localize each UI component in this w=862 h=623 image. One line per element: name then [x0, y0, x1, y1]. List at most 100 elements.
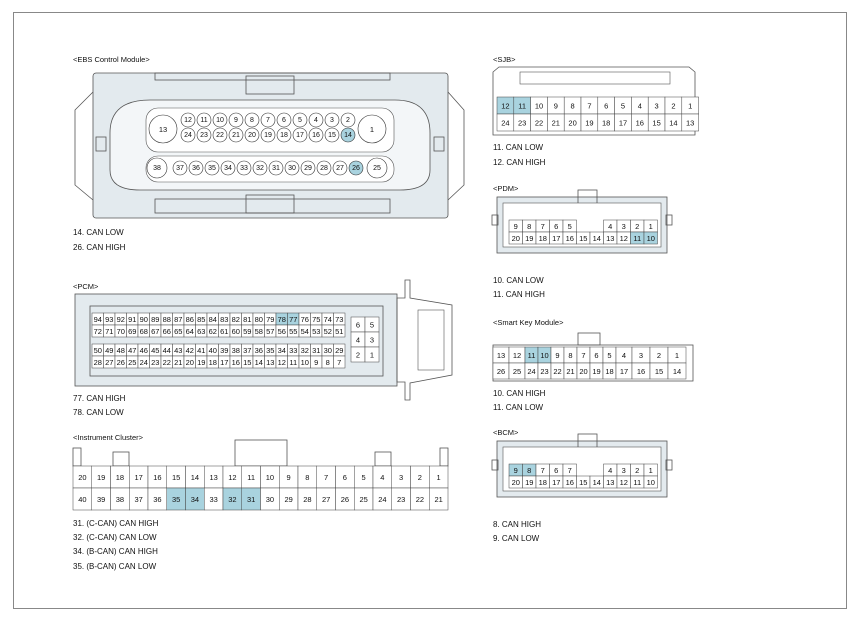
smartkey-cell-label-16: 16	[637, 367, 645, 376]
pcm-cell-label-12: 12	[278, 358, 286, 367]
smartkey-cell-label-9: 9	[555, 351, 559, 360]
ebs-pin-label-22: 22	[216, 132, 224, 139]
smartkey-cell-label-26: 26	[497, 367, 505, 376]
pcm-cell-label-86: 86	[186, 315, 194, 324]
ebs-pin-label-20: 20	[248, 132, 256, 139]
pcm-cell-7	[333, 355, 346, 369]
cluster-cell-label-3: 3	[399, 473, 403, 482]
pcm-cell-label-9: 9	[314, 358, 318, 367]
smartkey-cell-label-6: 6	[594, 351, 598, 360]
pcm-cell-label-81: 81	[243, 315, 251, 324]
smartkey-note-2: 11. CAN LOW	[493, 403, 544, 412]
smartkey-cell-label-2: 2	[657, 351, 661, 360]
pcm-cell-label-43: 43	[174, 346, 182, 355]
cluster-cell-label-37: 37	[134, 495, 142, 504]
pdm-cell-label-13: 13	[606, 234, 614, 243]
cluster-cell-label-20: 20	[78, 473, 86, 482]
pdm-header: <PDM>	[493, 184, 519, 193]
ebs-pin-12	[180, 112, 196, 128]
sjb-cell-label-7: 7	[587, 102, 591, 111]
smartkey-cell-label-18: 18	[605, 367, 613, 376]
pdm-cell-label-9: 9	[514, 222, 518, 231]
cluster-cell-label-28: 28	[303, 495, 311, 504]
smartkey-cell-label-13: 13	[497, 351, 505, 360]
pcm-cell-label-52: 52	[324, 327, 332, 336]
pcm-cell-label-10: 10	[301, 358, 309, 367]
ebs-pin-23	[196, 127, 212, 143]
ebs-pin-label-37: 37	[176, 165, 184, 172]
pcm-cell-label-23: 23	[151, 358, 159, 367]
bcm-cell-label-19: 19	[525, 478, 533, 487]
bcm-cell-label-3: 3	[622, 466, 626, 475]
sjb-cell-label-23: 23	[518, 119, 526, 128]
cluster-cell-label-38: 38	[116, 495, 124, 504]
pdm-cell-label-4: 4	[608, 222, 612, 231]
ebs-pin-label-27: 27	[336, 165, 344, 172]
ebs-pin-33	[236, 160, 252, 176]
ebs-pin-1	[357, 114, 387, 144]
pcm-cell-label-88: 88	[163, 315, 171, 324]
pcm-cell-label-32: 32	[301, 346, 309, 355]
smartkey-cell-label-3: 3	[639, 351, 643, 360]
ebs-pin-label-38: 38	[153, 165, 161, 172]
ebs-pin-37	[172, 160, 188, 176]
ebs-note-2: 26. CAN HIGH	[73, 243, 126, 252]
smartkey-note-1: 10. CAN HIGH	[493, 389, 546, 398]
cluster-cell-label-40: 40	[78, 495, 86, 504]
bcm-cell-10	[643, 475, 658, 489]
smartkey-cell-label-21: 21	[566, 367, 574, 376]
pcm-cell-label-50: 50	[94, 346, 102, 355]
sjb-cell-label-6: 6	[604, 102, 608, 111]
ebs-pin-30	[284, 160, 300, 176]
pcm-cell-label-35: 35	[266, 346, 274, 355]
cluster-cell-21	[429, 487, 449, 511]
ebs-pin-15	[324, 127, 340, 143]
pcm-cell-label-59: 59	[243, 327, 251, 336]
pdm-note-2: 11. CAN HIGH	[493, 290, 545, 299]
pcm-note-1: 77. CAN HIGH	[73, 394, 126, 403]
pcm-cell-label-7: 7	[337, 358, 341, 367]
ebs-pin-2	[340, 112, 356, 128]
pcm-cell-label-48: 48	[117, 346, 125, 355]
smartkey-cell-label-8: 8	[568, 351, 572, 360]
bcm-cell-label-11: 11	[633, 478, 641, 487]
cluster-cell-label-18: 18	[116, 473, 124, 482]
ebs-pin-label-19: 19	[264, 132, 272, 139]
pcm-cell-label-76: 76	[301, 315, 309, 324]
pcm-cell-label-62: 62	[209, 327, 217, 336]
pcm-cell-label-71: 71	[105, 327, 113, 336]
ebs-pin-label-35: 35	[208, 165, 216, 172]
ebs-pin-5	[292, 112, 308, 128]
cluster-cell-label-29: 29	[284, 495, 292, 504]
ebs-pin-label-16: 16	[312, 132, 320, 139]
pcm-cell-label-75: 75	[312, 315, 320, 324]
pcm-cell-label-65: 65	[174, 327, 182, 336]
ebs-pin-10	[212, 112, 228, 128]
bcm-cell-label-18: 18	[539, 478, 547, 487]
pcm-cell-51	[333, 324, 346, 338]
cluster-cell-label-19: 19	[97, 473, 105, 482]
ebs-pin-label-13: 13	[159, 125, 167, 134]
bcm-cell-label-6: 6	[554, 466, 558, 475]
sjb-cell-label-22: 22	[535, 119, 543, 128]
bcm-note-2: 9. CAN LOW	[493, 534, 540, 543]
cluster-cell-label-27: 27	[322, 495, 330, 504]
pdm-cell-label-20: 20	[512, 234, 520, 243]
pcm-cell-label-19: 19	[197, 358, 205, 367]
pcm-cell-label-37: 37	[243, 346, 251, 355]
pcm-cell-label-14: 14	[255, 358, 263, 367]
cluster-cell-label-34: 34	[191, 495, 199, 504]
sjb-cell-label-17: 17	[619, 119, 627, 128]
pcm-cell-label-42: 42	[186, 346, 194, 355]
pcm-cell-label-4: 4	[356, 336, 360, 345]
ebs-pin-label-17: 17	[296, 132, 304, 139]
cluster-cell-label-21: 21	[434, 495, 442, 504]
ebs-pin-label-33: 33	[240, 165, 248, 172]
cluster-cell-label-30: 30	[266, 495, 274, 504]
sjb-cell-label-4: 4	[638, 102, 642, 111]
pcm-cell-label-22: 22	[163, 358, 171, 367]
cluster-cell-label-33: 33	[209, 495, 217, 504]
ebs-pin-18	[276, 127, 292, 143]
pcm-cell-label-45: 45	[151, 346, 159, 355]
